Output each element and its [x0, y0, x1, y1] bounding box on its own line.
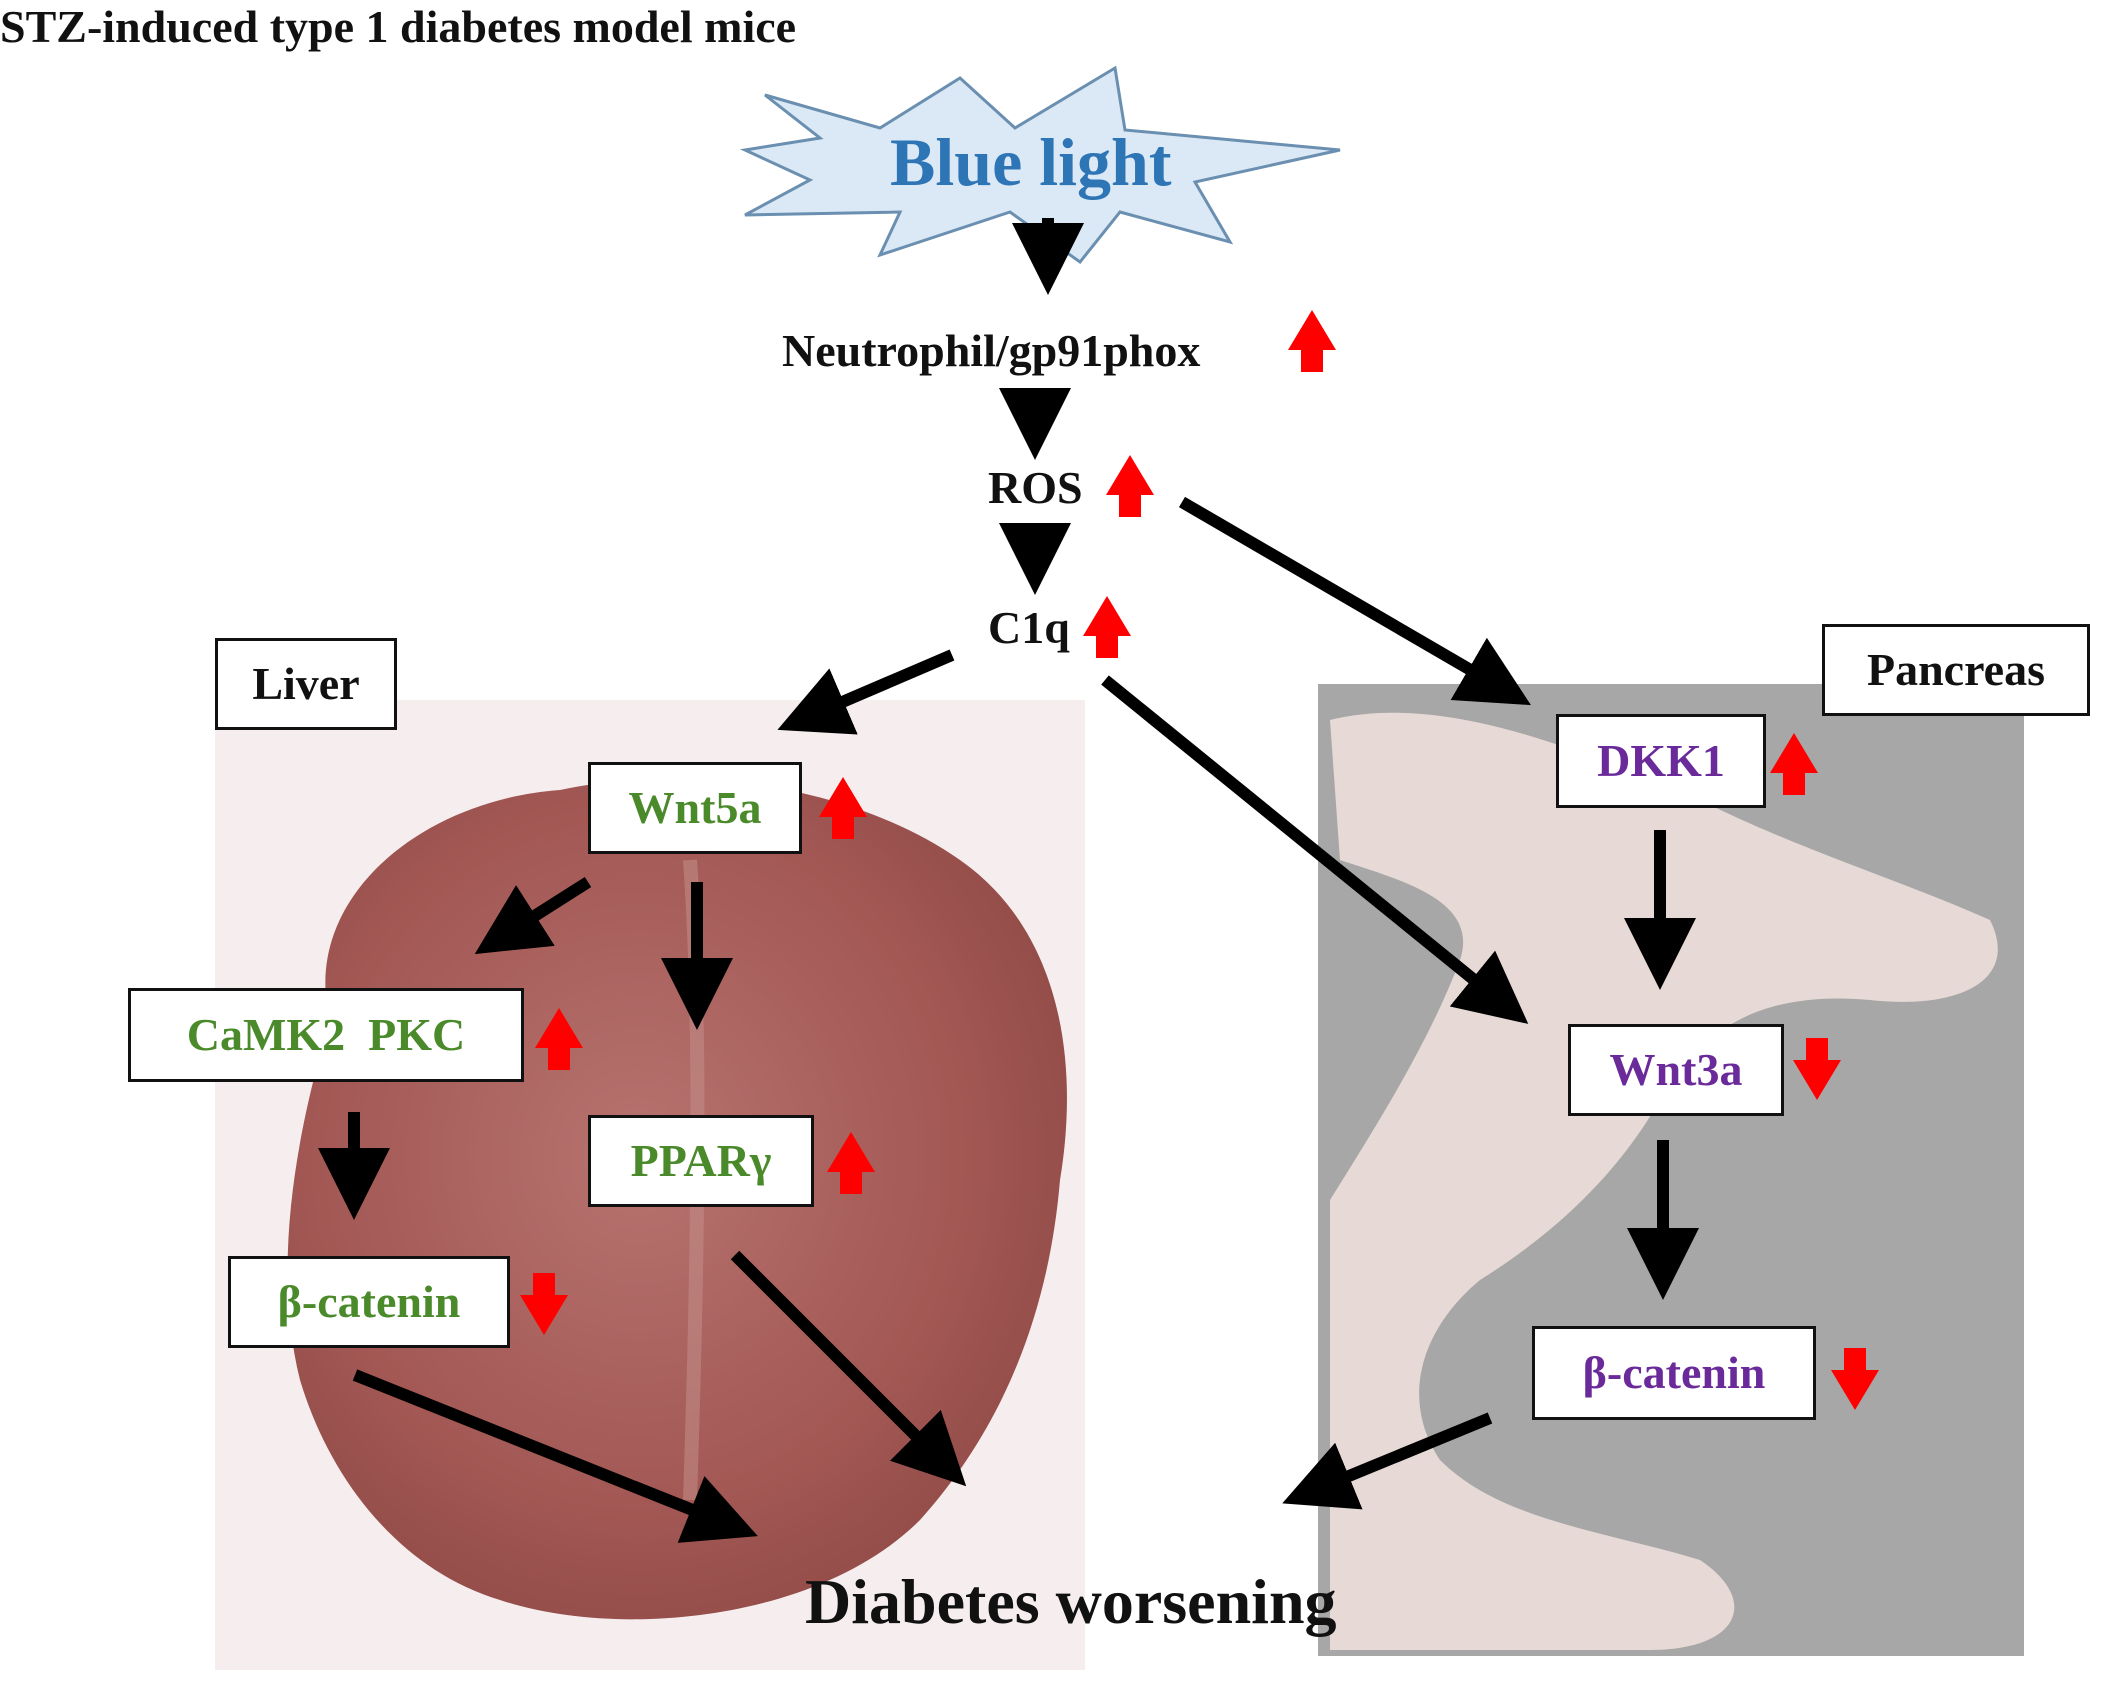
arrow-ros-to-dkk1	[1178, 496, 1531, 706]
c1q-label: C1q	[988, 602, 1070, 653]
ppar-gamma-box: PPARγ	[588, 1115, 814, 1207]
up-arrow-icon-dkk1	[1770, 733, 1818, 795]
up-arrow-icon-c1q	[1083, 596, 1131, 658]
up-arrow-icon-wnt5a	[819, 777, 867, 839]
blue-light-label: Blue light	[890, 124, 1172, 200]
pancreas-beta-catenin-box: β-catenin	[1532, 1326, 1816, 1420]
arrow-c1q-to-wnt3a	[1101, 675, 1529, 1024]
wnt5a-box: Wnt5a	[588, 762, 802, 854]
arrow-liver-beta-catenin-to-outcome	[352, 1369, 758, 1543]
liver-label: Liver	[215, 638, 397, 730]
camk2-pkc-box: CaMK2 PKC	[128, 988, 524, 1082]
down-arrow-icon-wnt3a	[1793, 1038, 1841, 1100]
up-arrow-icon-neutrophil	[1288, 310, 1336, 372]
down-arrow-icon-liver-beta-catenin	[520, 1273, 568, 1335]
figure-title: STZ-induced type 1 diabetes model mice	[0, 1, 797, 52]
neutrophil-label: Neutrophil/gp91phox	[782, 325, 1201, 376]
diabetes-worsening-label: Diabetes worsening	[805, 1566, 1337, 1637]
up-arrow-icon-ros	[1106, 455, 1154, 517]
pancreas-photo	[1330, 712, 1998, 1650]
arrow-ppar-to-outcome	[730, 1250, 967, 1487]
arrow-c1q-to-wnt5a	[777, 649, 955, 735]
wnt3a-box: Wnt3a	[1568, 1024, 1784, 1116]
dkk1-box: DKK1	[1556, 714, 1766, 808]
arrow-wnt5a-to-camk2	[474, 876, 592, 955]
pancreas-label: Pancreas	[1822, 624, 2090, 716]
ros-label: ROS	[988, 462, 1083, 513]
arrow-pancreas-beta-catenin-to-outcome	[1282, 1412, 1493, 1510]
liver-beta-catenin-box: β-catenin	[228, 1256, 510, 1348]
up-arrow-icon-ppar	[827, 1132, 875, 1194]
down-arrow-icon-pancreas-beta-catenin	[1831, 1348, 1879, 1410]
up-arrow-icon-camk2-pkc	[535, 1008, 583, 1070]
